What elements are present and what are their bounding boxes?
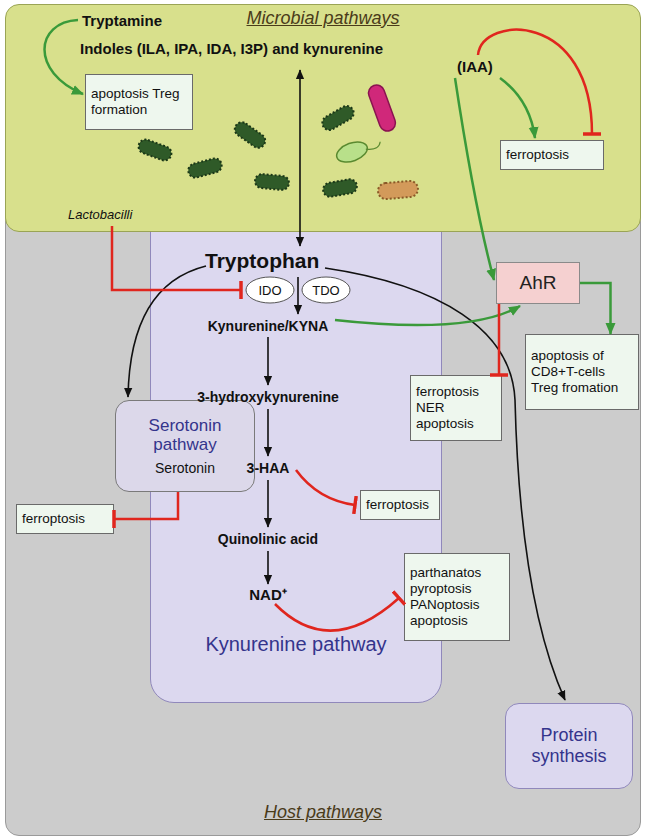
compound-label: Indoles (ILA, IPA, IDA, I3P) and kynuren… [80,40,383,57]
metabolite-label: Kynurenine/KYNA [208,318,329,334]
node-title: ferroptosis [22,511,85,527]
node-text: Serotonin [155,460,215,476]
node-title: Serotonin pathway [116,416,254,454]
node-title: Protein synthesis [506,725,632,767]
node-title: Kynurenine pathway [205,633,386,656]
effect-box: ferroptosis NER apoptosis [410,375,502,441]
node-title: ferroptosis [366,497,429,513]
metabolite-label: 3-hydroxykynurenine [197,389,339,405]
node-title: Host pathways [264,802,382,823]
metabolite-label: Quinolinic acid [218,531,318,547]
node-title: apoptosis of CD8+T-cells Treg fromation [531,348,633,396]
panel: Microbial pathways apoptosis Treg formati… [5,4,641,232]
node-title: ferroptosis [506,147,569,163]
effect-box: apoptosis of CD8+T-cells Treg fromation [525,334,639,410]
effect-box: ferroptosis [16,504,114,534]
node-title: TDO [312,283,339,298]
metabolite-label: 3-HAA [247,460,290,476]
enzyme-ellipse: TDO [301,276,351,304]
ellipse-shape [246,277,294,303]
effect-box: apoptosis Treg formation [85,74,193,130]
node-title: apoptosis Treg formation [91,86,187,118]
ellipse-shape [302,277,350,303]
node-title: Microbial pathways [246,8,399,29]
organism-label: Lactobacilli [68,208,132,223]
receptor-box: AhR [496,262,580,304]
compound-label: Tryptophan [205,249,319,273]
effect-box: ferroptosis [360,490,440,520]
node-title: ferroptosis NER apoptosis [416,384,496,432]
compound-label: Tryptamine [82,12,162,29]
compound-label: (IAA) [457,58,493,75]
effect-box: ferroptosis [500,140,604,170]
enzyme-ellipse: IDO [245,276,295,304]
panel: Host pathways AhR Kynurenine pathway IDO TDO… [5,168,641,836]
metabolite-label: NAD⁺ [249,586,287,603]
pathway-box: Serotonin pathwaySerotonin [115,400,255,492]
effect-box: parthanatos pyroptosis PANoptosis apopto… [404,553,510,641]
node-title: IDO [258,283,281,298]
node-title: parthanatos pyroptosis PANoptosis apopto… [410,565,504,629]
node-title: AhR [520,272,557,294]
pathway-box: Protein synthesis [505,703,633,789]
